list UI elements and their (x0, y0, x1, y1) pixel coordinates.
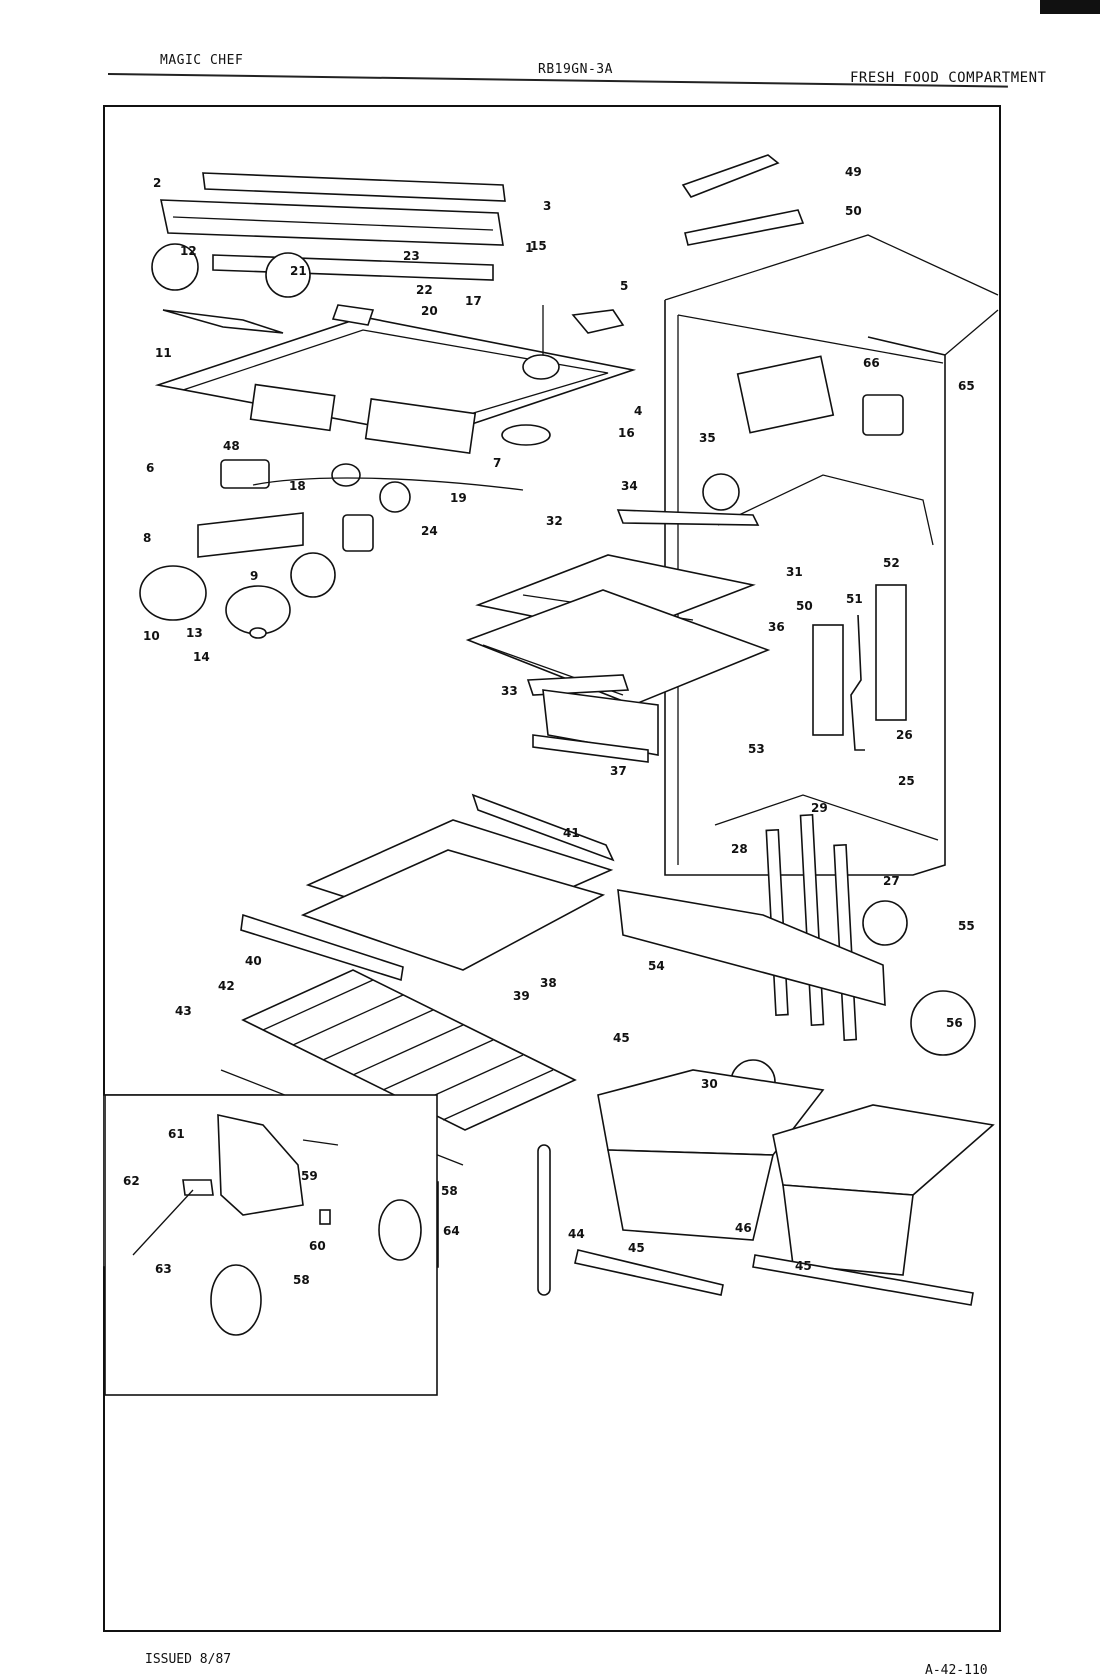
upper-glass-shelf (465, 509, 771, 706)
callout-2: 2 (153, 176, 161, 190)
callout-20: 20 (421, 304, 438, 318)
callout-24: 24 (421, 524, 438, 538)
lower-glass-shelf (240, 793, 615, 982)
callout-45b: 45 (795, 1259, 812, 1273)
top-trim (681, 154, 805, 246)
page-code: A-42-110 (925, 1663, 988, 1678)
callout-35: 35 (699, 431, 716, 445)
callout-31: 31 (786, 565, 803, 579)
callout-21: 21 (290, 264, 307, 278)
issued-date: ISSUED 8/87 (145, 1652, 232, 1667)
callout-55: 54 (648, 959, 665, 973)
callout-44: 44 (568, 1227, 585, 1241)
callout-58a: 58 (441, 1184, 458, 1198)
control-panel-tray (154, 305, 637, 455)
callout-30: 30 (701, 1077, 718, 1091)
callout-56: 55 (958, 919, 975, 933)
callout-59: 59 (301, 1169, 318, 1183)
callout-48: 49 (845, 165, 862, 179)
callout-47: 46 (735, 1221, 752, 1235)
callout-6: 6 (146, 461, 154, 475)
callout-53: 52 (883, 556, 900, 570)
callout-49: 50 (845, 204, 862, 218)
callout-22: 22 (416, 283, 433, 297)
callout-labels: 2 3 1 15 5 23 22 20 17 12 21 11 4 48 16 … (123, 165, 975, 1287)
callout-8: 8 (143, 531, 151, 545)
top-cover-assembly (160, 172, 506, 281)
callout-64: 64 (443, 1224, 460, 1238)
callout-12: 12 (180, 244, 197, 258)
callout-10: 10 (143, 629, 160, 643)
callout-27: 27 (883, 874, 900, 888)
section-title: FRESH FOOD COMPARTMENT (850, 70, 1047, 86)
callout-1: 1 (525, 241, 533, 255)
callout-13: 13 (186, 626, 203, 640)
refrigerator-cabinet (664, 234, 999, 876)
callout-50: 48 (223, 439, 240, 453)
callout-60: 60 (309, 1239, 326, 1253)
callout-26: 26 (896, 728, 913, 742)
callout-34: 34 (621, 479, 638, 493)
callout-43: 43 (175, 1004, 192, 1018)
callout-18: 18 (289, 479, 306, 493)
callout-58b: 58 (293, 1273, 310, 1287)
callout-37: 37 (610, 764, 627, 778)
roller-inset (103, 1094, 439, 1396)
callout-33: 33 (501, 684, 518, 698)
callout-51: 50 (796, 599, 813, 613)
top-edge-band (1040, 0, 1100, 14)
brand-label: MAGIC CHEF (160, 53, 244, 68)
callout-11: 11 (155, 346, 172, 360)
callout-39: 39 (513, 989, 530, 1003)
callout-32: 32 (546, 514, 563, 528)
callout-4: 4 (634, 404, 642, 418)
meat-pan (526, 674, 659, 763)
callout-25: 25 (898, 774, 915, 788)
callout-38: 38 (540, 976, 557, 990)
callout-28: 28 (731, 842, 748, 856)
callout-36: 36 (768, 620, 785, 634)
callout-23: 23 (403, 249, 420, 263)
callout-52: 51 (846, 592, 863, 606)
callout-57: 56 (946, 1016, 963, 1030)
callout-19: 19 (450, 491, 467, 505)
callout-14: 14 (193, 650, 210, 664)
crisper-drawers (574, 1069, 995, 1306)
callout-61: 61 (168, 1127, 185, 1141)
callout-3: 3 (543, 199, 551, 213)
callout-7: 7 (493, 456, 501, 470)
callout-45a: 45 (628, 1241, 645, 1255)
callout-16: 16 (618, 426, 635, 440)
callout-9: 9 (250, 569, 258, 583)
callout-63: 63 (155, 1262, 172, 1276)
callout-65: 65 (958, 379, 975, 393)
callout-54: 53 (748, 742, 765, 756)
model-number: RB19GN-3A (538, 62, 613, 77)
door-stop-rod (537, 1144, 551, 1296)
callout-62: 62 (123, 1174, 140, 1188)
callout-15: 15 (530, 239, 547, 253)
callout-42: 42 (218, 979, 235, 993)
callout-17: 17 (465, 294, 482, 308)
exploded-parts-diagram: 2 3 1 15 5 23 22 20 17 12 21 11 4 48 16 … (103, 105, 1001, 1632)
thermostat-parts (139, 243, 625, 639)
callout-40: 40 (245, 954, 262, 968)
callout-5: 5 (620, 279, 628, 293)
callout-66: 66 (863, 356, 880, 370)
callout-46: 45 (613, 1031, 630, 1045)
diagram-canvas: 2 3 1 15 5 23 22 20 17 12 21 11 4 48 16 … (103, 105, 1001, 1632)
callout-41: 41 (563, 826, 580, 840)
callout-29: 29 (811, 801, 828, 815)
